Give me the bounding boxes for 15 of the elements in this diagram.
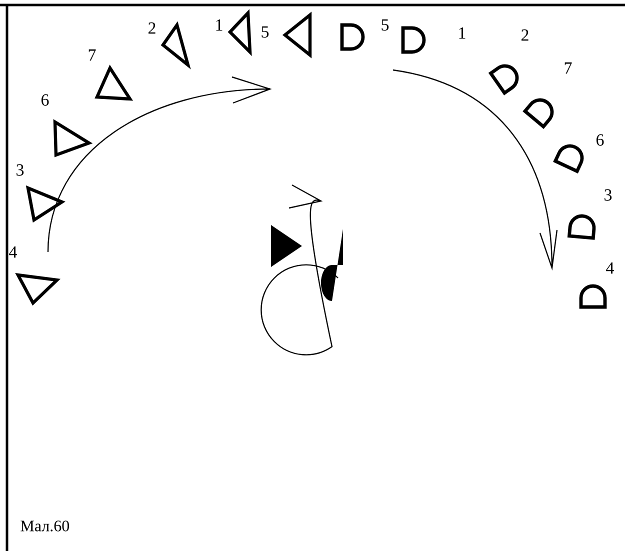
figure-caption: Мал.60: [20, 520, 70, 532]
number-label: 2: [148, 22, 156, 34]
number-label: 1: [216, 19, 222, 31]
number-label: 5: [382, 19, 389, 31]
number-label: 1: [459, 27, 466, 39]
number-label: 6: [596, 134, 604, 146]
number-label: 6: [42, 94, 49, 106]
number-label: 4: [9, 246, 17, 258]
number-label: 2: [522, 29, 528, 41]
number-label: 3: [604, 189, 612, 201]
number-label: 4: [606, 262, 614, 274]
number-label: 7: [88, 49, 96, 61]
number-label: 7: [564, 62, 572, 74]
number-label: 3: [16, 164, 24, 176]
number-label: 5: [262, 26, 269, 38]
